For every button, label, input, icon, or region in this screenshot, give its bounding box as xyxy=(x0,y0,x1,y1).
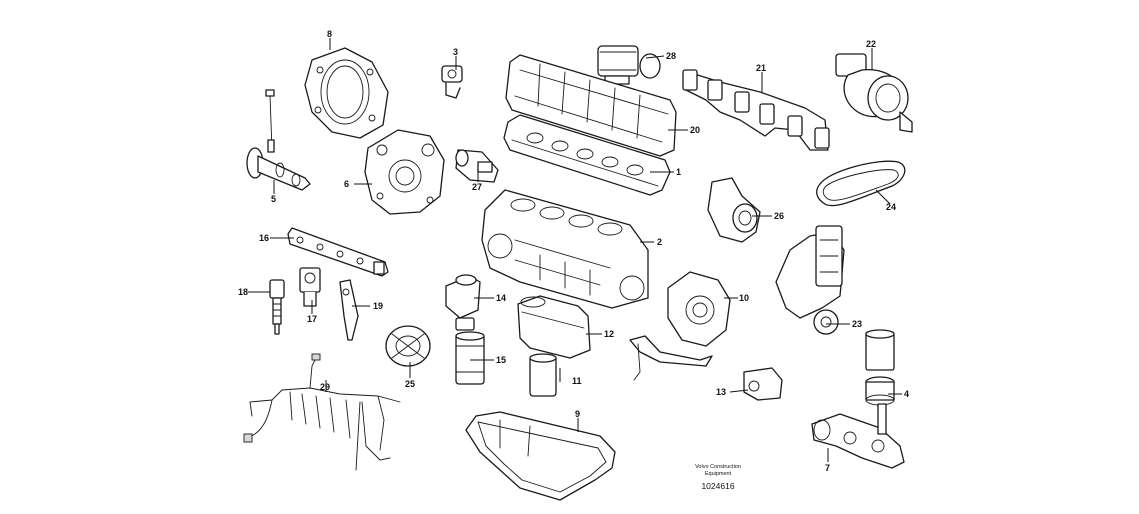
callout-25: 25 xyxy=(405,379,415,389)
part-fuel-rail xyxy=(287,227,389,277)
callout-15: 15 xyxy=(496,355,506,365)
part-pulley-25 xyxy=(385,325,431,367)
callout-2: 2 xyxy=(657,237,662,247)
callout-27: 27 xyxy=(472,182,482,192)
drawing-number: 1024616 xyxy=(701,481,734,491)
part-oil-cooler xyxy=(517,295,591,359)
callout-9: 9 xyxy=(575,409,580,419)
part-starter-motor xyxy=(455,149,499,183)
callout-8: 8 xyxy=(327,29,332,39)
callout-1: 1 xyxy=(676,167,681,177)
part-crankshaft xyxy=(811,403,905,469)
callout-labels: 1 2 3 4 5 6 7 8 9 10 11 12 13 14 15 16 1… xyxy=(238,29,909,473)
callout-24: 24 xyxy=(886,202,896,212)
part-oil-pump-cover xyxy=(667,271,731,347)
callout-28: 28 xyxy=(666,51,676,61)
part-exhaust-manifold xyxy=(682,69,830,151)
part-water-pump xyxy=(707,177,761,243)
part-engine-block xyxy=(481,189,649,309)
callout-19: 19 xyxy=(373,301,383,311)
callout-16: 16 xyxy=(259,233,269,243)
part-dipstick-tube xyxy=(629,335,713,381)
callout-26: 26 xyxy=(774,211,784,221)
callout-13: 13 xyxy=(716,387,726,397)
callout-29: 29 xyxy=(320,382,330,392)
part-intake-manifold xyxy=(505,54,677,157)
part-fuel-pump xyxy=(299,267,321,307)
part-thermostat-housing xyxy=(597,45,661,85)
part-injector-18 xyxy=(269,279,285,335)
callout-11: 11 xyxy=(572,376,582,386)
part-timing-cover xyxy=(364,129,445,215)
part-oil-filter-15 xyxy=(455,331,485,385)
part-bracket-13 xyxy=(743,367,783,401)
part-oil-filter-housing xyxy=(445,274,481,331)
callout-22: 22 xyxy=(866,39,876,49)
part-filter-11 xyxy=(529,353,557,397)
manufacturer-line-2: Equipment xyxy=(705,471,732,477)
part-piston-liner xyxy=(865,329,895,406)
callout-7: 7 xyxy=(825,463,830,473)
callout-12: 12 xyxy=(604,329,614,339)
callout-20: 20 xyxy=(690,125,700,135)
part-drive-belt xyxy=(816,160,906,207)
callout-5: 5 xyxy=(271,194,276,204)
callout-4: 4 xyxy=(904,389,909,399)
part-oil-pan xyxy=(465,411,616,501)
callout-18: 18 xyxy=(238,287,248,297)
callout-17: 17 xyxy=(307,314,317,324)
manufacturer-line-1: Volvo Construction xyxy=(695,464,741,470)
callout-21: 21 xyxy=(756,63,766,73)
part-coolant-housing xyxy=(775,225,845,335)
part-camshaft xyxy=(246,89,311,191)
callout-10: 10 xyxy=(739,293,749,303)
callout-6: 6 xyxy=(344,179,349,189)
callout-23: 23 xyxy=(852,319,862,329)
part-flywheel-housing xyxy=(304,47,389,139)
callout-3: 3 xyxy=(453,47,458,57)
callout-14: 14 xyxy=(496,293,506,303)
part-wiring-harness xyxy=(243,353,401,471)
reference-block: Volvo Construction Equipment 1024616 xyxy=(695,464,741,491)
leader-lines xyxy=(248,38,902,462)
part-sensor-3 xyxy=(441,65,463,99)
part-turbocharger xyxy=(835,53,913,133)
part-injector-19 xyxy=(339,279,359,341)
part-cylinder-head xyxy=(503,114,671,196)
